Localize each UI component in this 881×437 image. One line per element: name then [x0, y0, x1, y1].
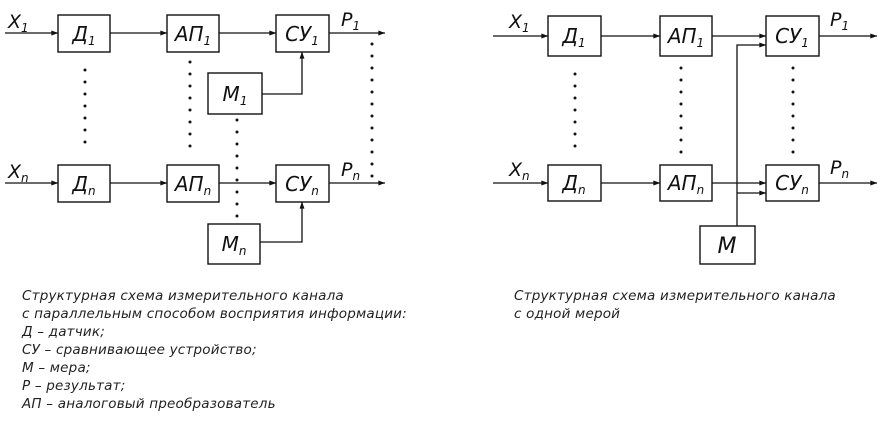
right-caption-line: с одной мерой: [514, 306, 621, 322]
input-label-xn-right: Xn: [508, 159, 530, 183]
block-m1: М1: [207, 72, 263, 115]
left-caption-line: Д – датчик;: [22, 324, 106, 340]
output-label-pn-right: Pn: [830, 157, 849, 181]
block-sun: СУn: [275, 164, 330, 203]
left-caption-line: с параллельным способом восприятия инфор…: [22, 306, 407, 322]
dots-p-column: [370, 42, 374, 178]
right-connections: [493, 33, 878, 226]
right-ellipsis-dots: [573, 66, 795, 154]
right-caption: Структурная схема измерительного канала …: [514, 287, 836, 323]
left-diagram: Д1 АП1 СУ1 М1 Дn АПn СУn Мn: [5, 9, 386, 265]
input-label-xn: Xn: [7, 161, 29, 185]
dots-su-column-right: [791, 66, 795, 154]
left-caption-line: АП – аналоговый преобразователь: [22, 396, 276, 412]
dots-d-column: [83, 68, 87, 144]
dots-m-column: [235, 118, 239, 218]
output-label-p1: P1: [341, 9, 360, 33]
block-mn: Мn: [207, 223, 261, 265]
block-ap1-right: АП1: [659, 15, 713, 57]
output-label-p1-right: P1: [830, 9, 849, 33]
left-ellipsis-dots: [83, 42, 374, 218]
arrow-m1-su1: [262, 51, 305, 95]
dots-ap-column-right: [679, 66, 683, 154]
input-label-x1: X1: [7, 11, 29, 35]
block-dn: Дn: [57, 164, 111, 203]
dots-ap-column: [188, 60, 192, 148]
block-apn-right: АПn: [659, 164, 713, 202]
right-diagram: Д1 АП1 СУ1 Дn АПn СУn М X1 Xn P1 Pn: [493, 9, 878, 265]
block-m-right: М: [699, 225, 756, 265]
left-caption-line: Р – результат;: [22, 378, 126, 394]
block-m-right-label: М: [718, 234, 737, 259]
block-apn: АПn: [166, 164, 220, 203]
right-caption-line: Структурная схема измерительного канала: [514, 288, 836, 304]
left-caption-line: М – мера;: [22, 360, 91, 376]
left-caption-line: Структурная схема измерительного канала: [22, 288, 344, 304]
arrow-mn-sun: [260, 201, 305, 243]
block-d1-right: Д1: [547, 15, 602, 57]
arrow-m-su1: [736, 42, 767, 226]
block-su1-right: СУ1: [765, 15, 820, 57]
input-label-x1-right: X1: [508, 11, 530, 35]
left-caption-line: СУ – сравнивающее устройство;: [22, 342, 257, 358]
dots-d-column-right: [573, 72, 577, 148]
block-sun-right: СУn: [765, 164, 820, 202]
block-ap1: АП1: [166, 14, 220, 53]
output-label-pn: Pn: [341, 159, 360, 183]
left-connections: [5, 30, 386, 243]
left-caption: Структурная схема измерительного канала …: [22, 287, 407, 413]
block-d1: Д1: [57, 14, 111, 53]
block-su1: СУ1: [275, 14, 330, 53]
block-dn-right: Дn: [547, 164, 602, 202]
